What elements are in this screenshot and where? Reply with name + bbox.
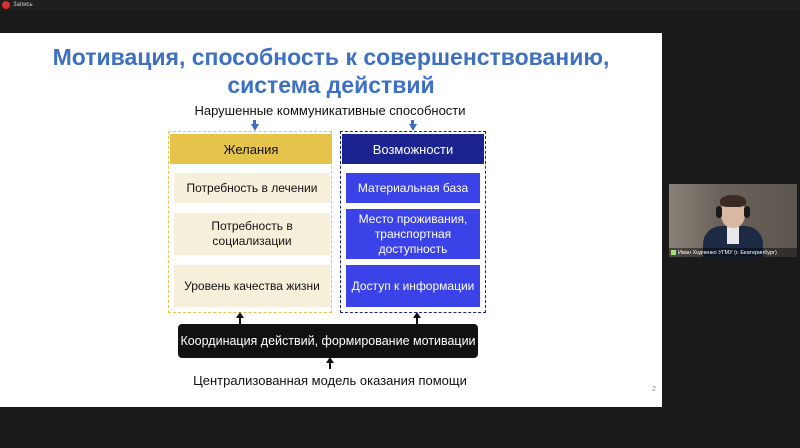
desires-group <box>168 131 332 313</box>
arrow-down-left-icon <box>250 124 259 131</box>
participant-caption: Иван Ходченко УГМУ (г. Екатеринбург) <box>669 248 797 257</box>
centralized-model-label: Централизованная модель оказания помощи <box>193 373 467 388</box>
arrow-stem-up-left <box>239 317 241 325</box>
slide-subtitle: Нарушенные коммуникативные способности <box>194 103 466 118</box>
opportunities-header: Возможности <box>342 134 484 164</box>
opportunity-item: Доступ к информации <box>346 265 480 307</box>
participant-hair <box>720 195 746 207</box>
desire-item: Потребность в лечении <box>174 173 330 203</box>
shared-slide: Мотивация, способность к совершенствован… <box>0 33 662 407</box>
recording-label: Запись <box>13 2 33 8</box>
desire-item: Потребность в социализации <box>174 213 330 255</box>
slide-page-number: 2 <box>652 386 656 393</box>
record-icon[interactable] <box>2 1 10 9</box>
arrow-stem-right <box>411 120 414 125</box>
participant-name: Иван Ходченко УГМУ (г. Екатеринбург) <box>678 249 777 256</box>
opportunity-item: Место проживания, транспортная доступнос… <box>346 209 480 259</box>
arrow-up-left-icon <box>236 312 244 318</box>
desires-header: Желания <box>170 134 332 164</box>
slide-title: Мотивация, способность к совершенствован… <box>52 44 610 98</box>
desire-item: Уровень качества жизни <box>174 265 330 307</box>
arrow-up-bottom-icon <box>326 357 334 363</box>
arrow-stem-left <box>253 120 256 125</box>
arrow-down-right-icon <box>408 124 417 131</box>
arrow-stem-up-right <box>416 317 418 325</box>
coordination-box: Координация действий, формирование мотив… <box>178 324 478 358</box>
headphones-icon <box>716 206 722 218</box>
headphones-icon <box>744 206 750 218</box>
meeting-top-bar: Запись <box>0 0 800 10</box>
arrow-up-right-icon <box>413 312 421 318</box>
participant-shirt <box>727 226 739 244</box>
arrow-stem-up-bottom <box>329 362 331 369</box>
signal-icon <box>671 250 676 255</box>
participant-video-tile[interactable]: Иван Ходченко УГМУ (г. Екатеринбург) <box>669 184 797 257</box>
opportunity-item: Материальная база <box>346 173 480 203</box>
